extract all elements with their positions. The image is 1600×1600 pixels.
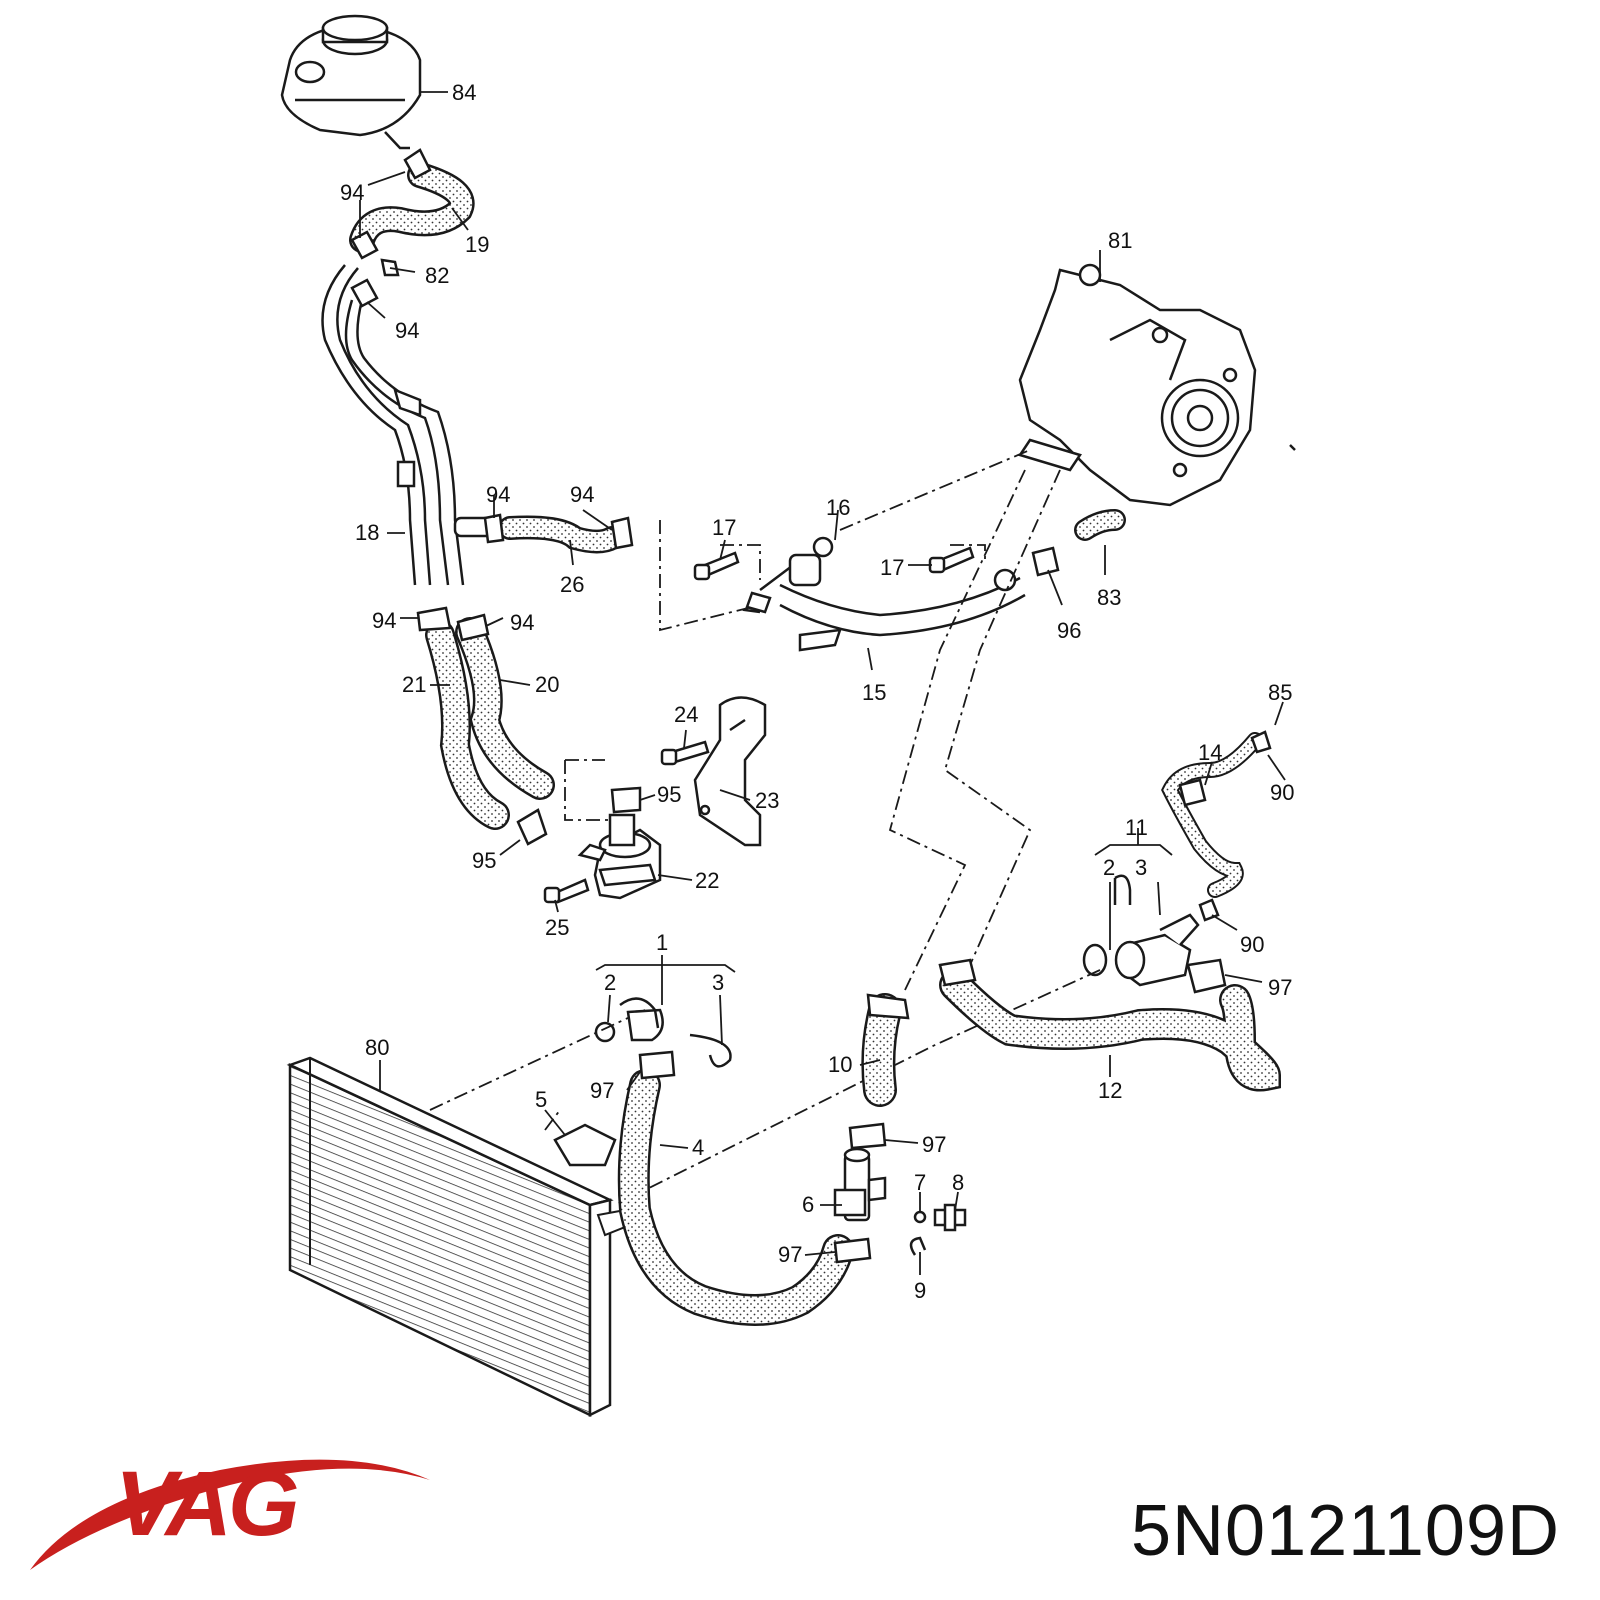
hose-83-part (1074, 509, 1126, 541)
callout-16: 16 (826, 495, 850, 520)
callout-17: 17 (880, 555, 904, 580)
hose-26-part (453, 515, 624, 554)
callout-90: 90 (1270, 780, 1294, 805)
water-pump-part (1018, 263, 1296, 507)
callout-96: 96 (1057, 618, 1081, 643)
expansion-tank-part (280, 14, 422, 150)
callout-94: 94 (395, 318, 419, 343)
callout-21: 21 (402, 672, 426, 697)
callout-24: 24 (674, 702, 698, 727)
callout-82: 82 (425, 263, 449, 288)
vag-logo: VAG (20, 1440, 440, 1580)
callout-15: 15 (862, 680, 886, 705)
callout-1: 1 (656, 930, 668, 955)
callout-95: 95 (657, 782, 681, 807)
callout-8: 8 (952, 1170, 964, 1195)
connector-11-part (1082, 874, 1200, 987)
callout-11: 11 (1125, 815, 1148, 840)
callout-2: 2 (1103, 855, 1115, 880)
callout-6: 6 (802, 1192, 814, 1217)
bracket-23-part (693, 696, 767, 847)
callout-94: 94 (486, 482, 510, 507)
hose-19-part (349, 162, 475, 253)
callout-4: 4 (692, 1135, 704, 1160)
hose-12-part (938, 958, 1282, 1092)
hose-21-part (425, 620, 510, 830)
callout-83: 83 (1097, 585, 1121, 610)
callout-23: 23 (755, 788, 779, 813)
callout-17: 17 (712, 515, 736, 540)
callout-18: 18 (355, 520, 379, 545)
auxiliary-pump-part (577, 813, 662, 900)
callout-7: 7 (914, 1170, 926, 1195)
callout-81: 81 (1108, 228, 1132, 253)
callout-9: 9 (914, 1278, 926, 1303)
vag-logo-text: VAG (115, 1453, 297, 1555)
callout-97: 97 (590, 1078, 614, 1103)
callout-25: 25 (545, 915, 569, 940)
leader-lines (359, 91, 1286, 1275)
part-number: 5N0121109D (1131, 1491, 1560, 1571)
pipe-18-part (321, 264, 465, 586)
callout-20: 20 (535, 672, 559, 697)
hose-20-part (455, 617, 555, 800)
sensor-8-part (909, 1203, 967, 1256)
hose-10-part (861, 993, 910, 1107)
callout-94: 94 (510, 610, 534, 635)
callout-labels: 84 94 19 82 94 81 18 94 94 26 17 16 17 8… (340, 80, 1294, 1303)
callout-10: 10 (828, 1052, 852, 1077)
hose-14-part (1161, 732, 1263, 898)
callout-84: 84 (452, 80, 476, 105)
callout-3: 3 (1135, 855, 1147, 880)
callout-80: 80 (365, 1035, 389, 1060)
callout-26: 26 (560, 572, 584, 597)
bolts-and-seals (543, 536, 975, 904)
callout-94: 94 (340, 180, 364, 205)
pipe-routing-guides (429, 449, 1101, 1206)
callout-95: 95 (472, 848, 496, 873)
callout-85: 85 (1268, 680, 1292, 705)
callout-19: 19 (465, 232, 489, 257)
callout-2: 2 (604, 970, 616, 995)
vag-logo-mark: VAG (30, 1453, 430, 1570)
callout-3: 3 (712, 970, 724, 995)
callout-5: 5 (535, 1087, 547, 1112)
callout-12: 12 (1098, 1078, 1122, 1103)
tee-piece-6-part (833, 1147, 887, 1222)
callout-14: 14 (1198, 740, 1222, 765)
callout-90: 90 (1240, 932, 1264, 957)
callout-97: 97 (1268, 975, 1292, 1000)
callout-97: 97 (778, 1242, 802, 1267)
hose-4-part (617, 1069, 854, 1326)
callout-94: 94 (372, 608, 396, 633)
callout-22: 22 (695, 868, 719, 893)
callout-97: 97 (922, 1132, 946, 1157)
callout-94: 94 (570, 482, 594, 507)
hose-clamps (350, 148, 1272, 1264)
radiator-part (286, 1056, 632, 1418)
pipe-15-part (742, 553, 1026, 652)
